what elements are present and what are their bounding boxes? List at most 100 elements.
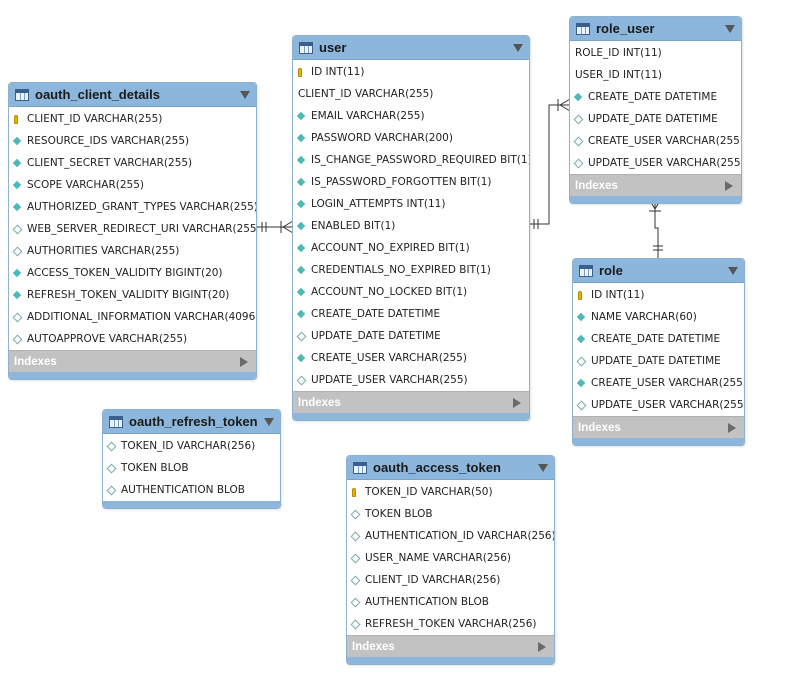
column-filled-diamond-icon xyxy=(296,353,309,363)
column-filled-diamond-icon xyxy=(296,243,309,253)
column-row[interactable]: NAME VARCHAR(60) xyxy=(573,306,744,328)
column-row[interactable]: REFRESH_TOKEN VARCHAR(256) xyxy=(347,613,554,635)
column-row[interactable]: TOKEN BLOB xyxy=(347,503,554,525)
column-row[interactable]: AUTHENTICATION_ID VARCHAR(256) xyxy=(347,525,554,547)
relationship-role-role-user[interactable] xyxy=(648,198,663,258)
expand-arrow-icon[interactable] xyxy=(513,397,521,408)
column-row[interactable]: UPDATE_DATE DATETIME xyxy=(573,350,744,372)
column-row[interactable]: LOGIN_ATTEMPTS INT(11) xyxy=(293,193,529,215)
table-icon xyxy=(353,461,367,474)
column-row[interactable]: CLIENT_SECRET VARCHAR(255) xyxy=(9,152,256,174)
collapse-arrow-icon[interactable] xyxy=(728,266,738,275)
column-row[interactable]: AUTHENTICATION BLOB xyxy=(103,479,280,501)
column-row[interactable]: AUTHORITIES VARCHAR(255) xyxy=(9,240,256,262)
column-hollow-diamond-icon xyxy=(350,553,363,563)
column-label: ADDITIONAL_INFORMATION VARCHAR(4096) xyxy=(27,311,257,323)
entity-header[interactable]: role_user xyxy=(570,17,741,41)
column-row[interactable]: CREATE_USER VARCHAR(255) xyxy=(293,347,529,369)
column-label: UPDATE_USER VARCHAR(255) xyxy=(311,374,468,386)
column-icon-shape xyxy=(106,485,117,495)
column-row[interactable]: ACCESS_TOKEN_VALIDITY BIGINT(20) xyxy=(9,262,256,284)
column-icon-shape xyxy=(350,509,361,519)
column-row[interactable]: CREATE_DATE DATETIME xyxy=(293,303,529,325)
column-row[interactable]: IS_CHANGE_PASSWORD_REQUIRED BIT(1) xyxy=(293,149,529,171)
column-row[interactable]: PASSWORD VARCHAR(200) xyxy=(293,127,529,149)
expand-arrow-icon[interactable] xyxy=(240,356,248,367)
column-icon-shape xyxy=(296,265,306,275)
column-row[interactable]: CREATE_USER VARCHAR(255) xyxy=(570,130,741,152)
column-row[interactable]: CREATE_USER VARCHAR(255) xyxy=(573,372,744,394)
column-row[interactable]: ADDITIONAL_INFORMATION VARCHAR(4096) xyxy=(9,306,256,328)
entity-header[interactable]: user xyxy=(293,36,529,60)
column-row[interactable]: UPDATE_DATE DATETIME xyxy=(570,108,741,130)
relationship-user-role-user[interactable] xyxy=(528,98,571,229)
column-row[interactable]: AUTHENTICATION BLOB xyxy=(347,591,554,613)
column-row[interactable]: UPDATE_USER VARCHAR(255) xyxy=(573,394,744,416)
column-label: AUTHENTICATION BLOB xyxy=(365,596,489,608)
column-row[interactable]: TOKEN_ID VARCHAR(256) xyxy=(103,435,280,457)
column-row[interactable]: ID INT(11) xyxy=(293,61,529,83)
column-row[interactable]: AUTHORIZED_GRANT_TYPES VARCHAR(255) xyxy=(9,196,256,218)
indexes-section[interactable]: Indexes xyxy=(347,635,554,657)
column-row[interactable]: ROLE_ID INT(11) xyxy=(570,42,741,64)
column-row[interactable]: RESOURCE_IDS VARCHAR(255) xyxy=(9,130,256,152)
table-icon xyxy=(299,41,313,54)
entity-header[interactable]: role xyxy=(573,259,744,283)
column-row[interactable]: IS_PASSWORD_FORGOTTEN BIT(1) xyxy=(293,171,529,193)
column-row[interactable]: EMAIL VARCHAR(255) xyxy=(293,105,529,127)
column-row[interactable]: USER_NAME VARCHAR(256) xyxy=(347,547,554,569)
entity-header[interactable]: oauth_refresh_token xyxy=(103,410,280,434)
column-row[interactable]: ENABLED BIT(1) xyxy=(293,215,529,237)
column-row[interactable]: CLIENT_ID VARCHAR(255) xyxy=(293,83,529,105)
column-row[interactable]: CLIENT_ID VARCHAR(256) xyxy=(347,569,554,591)
column-row[interactable]: CREATE_DATE DATETIME xyxy=(573,328,744,350)
relationship-line xyxy=(654,199,659,258)
column-row[interactable]: WEB_SERVER_REDIRECT_URI VARCHAR(255) xyxy=(9,218,256,240)
column-row[interactable]: REFRESH_TOKEN_VALIDITY BIGINT(20) xyxy=(9,284,256,306)
column-row[interactable]: UPDATE_DATE DATETIME xyxy=(293,325,529,347)
column-hollow-diamond-icon xyxy=(350,619,363,629)
entity-header[interactable]: oauth_client_details xyxy=(9,83,256,107)
column-row[interactable]: ACCOUNT_NO_EXPIRED BIT(1) xyxy=(293,237,529,259)
column-row[interactable]: ACCOUNT_NO_LOCKED BIT(1) xyxy=(293,281,529,303)
column-row[interactable]: TOKEN BLOB xyxy=(103,457,280,479)
expand-arrow-icon[interactable] xyxy=(725,180,733,191)
expand-arrow-icon[interactable] xyxy=(538,641,546,652)
column-row[interactable]: USER_ID INT(11) xyxy=(570,64,741,86)
collapse-arrow-icon[interactable] xyxy=(240,90,250,99)
entity-header[interactable]: oauth_access_token xyxy=(347,456,554,480)
column-row[interactable]: UPDATE_USER VARCHAR(255) xyxy=(570,152,741,174)
column-row[interactable]: TOKEN_ID VARCHAR(50) xyxy=(347,481,554,503)
column-row[interactable]: UPDATE_USER VARCHAR(255) xyxy=(293,369,529,391)
indexes-section[interactable]: Indexes xyxy=(9,350,256,372)
indexes-section[interactable]: Indexes xyxy=(570,174,741,196)
collapse-arrow-icon[interactable] xyxy=(725,24,735,33)
relationship-client-details-user[interactable] xyxy=(256,220,294,234)
column-row[interactable]: CREDENTIALS_NO_EXPIRED BIT(1) xyxy=(293,259,529,281)
column-row[interactable]: CLIENT_ID VARCHAR(255) xyxy=(9,108,256,130)
entity-title: user xyxy=(319,40,347,55)
column-icon-shape xyxy=(106,463,117,473)
column-row[interactable]: ID INT(11) xyxy=(573,284,744,306)
column-row[interactable]: AUTOAPPROVE VARCHAR(255) xyxy=(9,328,256,350)
column-icon-shape xyxy=(12,180,22,190)
collapse-arrow-icon[interactable] xyxy=(538,463,548,472)
collapse-arrow-icon[interactable] xyxy=(513,43,523,52)
expand-arrow-icon[interactable] xyxy=(728,422,736,433)
indexes-section[interactable]: Indexes xyxy=(293,391,529,413)
column-row[interactable]: SCOPE VARCHAR(255) xyxy=(9,174,256,196)
collapse-arrow-icon[interactable] xyxy=(264,417,274,426)
column-icon-shape xyxy=(298,67,302,77)
indexes-section[interactable]: Indexes xyxy=(573,416,744,438)
table-icon xyxy=(579,264,593,277)
entity-user[interactable]: user ID INT(11)CLIENT_ID VARCHAR(255)EMAI… xyxy=(292,35,530,421)
column-row[interactable]: CREATE_DATE DATETIME xyxy=(570,86,741,108)
column-hollow-diamond-icon xyxy=(573,114,586,124)
column-label: TOKEN_ID VARCHAR(256) xyxy=(121,440,256,452)
relationship-line xyxy=(528,104,570,225)
